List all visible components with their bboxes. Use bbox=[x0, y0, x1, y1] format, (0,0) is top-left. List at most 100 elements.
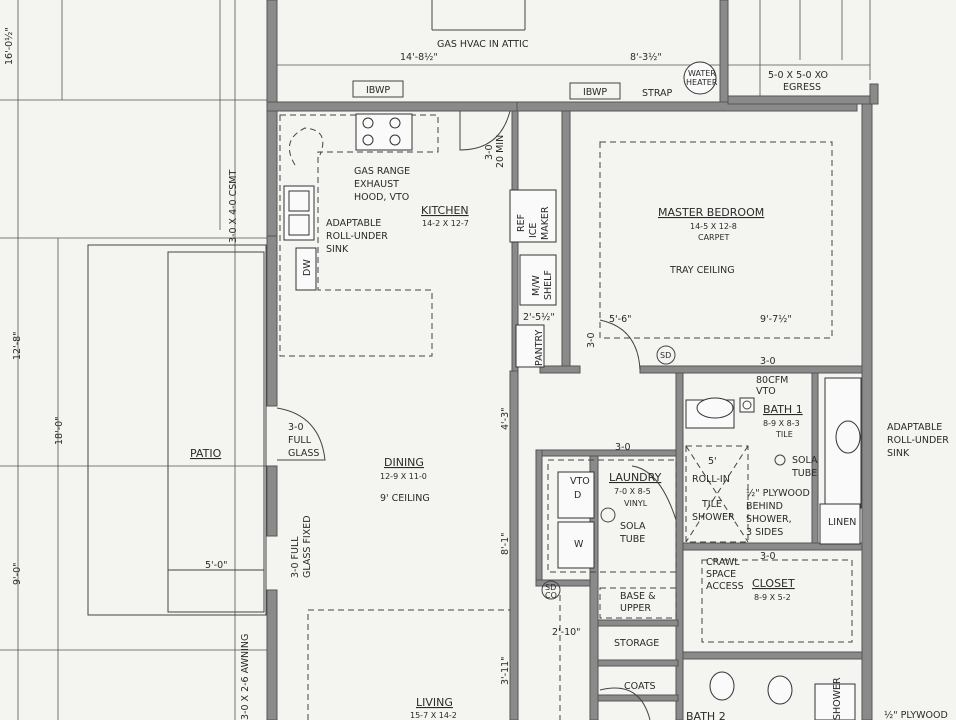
kitchen-counters bbox=[279, 113, 557, 368]
kitchen-title: KITCHEN bbox=[421, 204, 469, 217]
dim-2-5: 2'-5½" bbox=[523, 312, 555, 323]
ibwp-box-right bbox=[569, 82, 621, 100]
gas-range-label-2: EXHAUST bbox=[354, 179, 399, 190]
washer-label: W bbox=[574, 539, 584, 550]
dim-9-0: 9'-0" bbox=[12, 563, 23, 586]
roll-in-shower bbox=[685, 445, 749, 543]
gas-hvac-label: GAS HVAC IN ATTIC bbox=[437, 39, 529, 50]
bath1-title: BATH 1 bbox=[763, 403, 803, 416]
ice-maker-label-2: MAKER bbox=[540, 206, 551, 240]
base-upper-label-2: UPPER bbox=[620, 603, 651, 614]
dw-label: DW bbox=[302, 259, 313, 276]
tray-ceiling-outline bbox=[599, 141, 833, 339]
master-bedroom-title: MASTER BEDROOM bbox=[658, 206, 764, 219]
adaptable-sink-label-2: ROLL-UNDER bbox=[326, 231, 388, 242]
laundry-dims: 7-0 X 8-5 bbox=[614, 487, 651, 496]
dining-dims: 12-9 X 11-0 bbox=[380, 472, 427, 481]
dim-12-8: 12'-8" bbox=[12, 331, 23, 360]
plywood-label-4: 3 SIDES bbox=[746, 527, 783, 538]
laundry-door-label: 3-0 bbox=[615, 442, 631, 453]
cfm-label-2: VTO bbox=[756, 386, 776, 397]
mw-shelf-label-2: SHELF bbox=[543, 270, 554, 300]
dryer bbox=[557, 471, 595, 519]
patio-label: PATIO bbox=[190, 447, 222, 460]
ceiling-9-label: 9' CEILING bbox=[380, 493, 430, 504]
dining-title: DINING bbox=[384, 456, 424, 469]
laundry-title: LAUNDRY bbox=[609, 471, 662, 484]
adaptable-right-label-2: ROLL-UNDER bbox=[887, 435, 949, 446]
adaptable-sink-label-1: ADAPTABLE bbox=[326, 218, 381, 229]
base-upper-label-1: BASE & bbox=[620, 591, 656, 602]
roll-in-label-1: 5' bbox=[708, 456, 717, 467]
linen-label: LINEN bbox=[828, 517, 856, 528]
washer bbox=[557, 521, 595, 569]
sola-tube-bath-label-2: TUBE bbox=[791, 468, 817, 479]
bath1-fixtures bbox=[685, 377, 862, 545]
door-swings bbox=[276, 110, 677, 720]
ref-label: REF bbox=[516, 214, 527, 232]
master-bedroom-dims: 14-5 X 12-8 bbox=[690, 222, 737, 231]
top-dimension-lines bbox=[274, 0, 871, 100]
ice-maker-refrigerator bbox=[509, 189, 557, 243]
roll-in-label-3: TILE bbox=[701, 499, 722, 510]
dim-5-0: 5'-0" bbox=[205, 560, 228, 571]
adaptable-sink-label-3: SINK bbox=[326, 244, 349, 255]
glass-fixed-label-2: GLASS FIXED bbox=[302, 515, 313, 578]
patio-door-label-1: 3-0 bbox=[288, 422, 304, 433]
closet-outline bbox=[701, 559, 853, 643]
gas-range-label-3: HOOD, VTO bbox=[354, 192, 409, 203]
sd-label: SD bbox=[660, 351, 671, 360]
smoke-detector-icon bbox=[656, 345, 676, 365]
bath1-dims: 8-9 X 8-3 bbox=[763, 419, 800, 428]
roll-in-label-4: SHOWER bbox=[692, 512, 735, 523]
mw-shelf-label-1: M/W bbox=[531, 275, 542, 296]
closet-title: CLOSET bbox=[752, 577, 795, 590]
dryer-label: D bbox=[574, 490, 581, 501]
tray-ceiling-label: TRAY CEILING bbox=[669, 265, 735, 276]
linen-closet bbox=[819, 503, 861, 545]
ice-maker-label-1: ICE bbox=[528, 223, 539, 238]
living-ceiling-outline bbox=[307, 609, 510, 720]
sola-tube-laundry-label-1: SOLA bbox=[620, 521, 646, 532]
water-heater-label-2: HEATER bbox=[686, 78, 718, 87]
ibwp-left-label: IBWP bbox=[366, 85, 390, 96]
plywood-bottom-label: ½" PLYWOOD bbox=[884, 710, 948, 720]
laundry-fixtures bbox=[547, 459, 677, 573]
bath2-title: BATH 2 bbox=[686, 710, 726, 720]
door-20min-label-2: 20 MIN bbox=[495, 135, 506, 168]
water-heater-label-1: WATER bbox=[688, 69, 716, 78]
dim-3-11: 3'-11" bbox=[500, 656, 511, 685]
base-upper-cabinet bbox=[599, 587, 677, 619]
ibwp-box-left bbox=[352, 80, 404, 98]
sola-tube-bath-label-1: SOLA bbox=[792, 455, 818, 466]
vinyl-label: VINYL bbox=[624, 499, 648, 508]
dishwasher bbox=[295, 247, 317, 291]
crawl-label-3: ACCESS bbox=[706, 581, 744, 592]
roll-in-label-2: ROLL-IN bbox=[692, 474, 730, 485]
walls bbox=[266, 0, 879, 720]
closet-dims: 8-9 X 5-2 bbox=[754, 593, 791, 602]
pantry-door-label: 3-0 bbox=[586, 332, 597, 348]
mw-shelf bbox=[519, 254, 557, 306]
dim-2-10: 2'-10" bbox=[552, 627, 581, 638]
coats-label: COATS bbox=[624, 681, 656, 692]
dim-9-7: 9'-7½" bbox=[760, 314, 792, 325]
bath-door-label: 3-0 bbox=[760, 356, 776, 367]
sd-co-label-2: CO bbox=[545, 591, 557, 600]
dim-8-1: 8'-1" bbox=[500, 533, 511, 556]
living-title: LIVING bbox=[416, 696, 453, 709]
patio-door-label-2: FULL bbox=[288, 435, 312, 446]
pantry-label: PANTRY bbox=[534, 329, 545, 366]
water-heater bbox=[683, 61, 717, 95]
adaptable-right-label-1: ADAPTABLE bbox=[887, 422, 942, 433]
vto-label: VTO bbox=[570, 476, 590, 487]
casement-window-label: 3-0 X 4-0 CSMT bbox=[228, 170, 239, 243]
dim-4-3: 4'-3" bbox=[500, 408, 511, 431]
carpet-label: CARPET bbox=[698, 233, 729, 242]
plywood-label-1: ½" PLYWOOD bbox=[746, 488, 810, 499]
dim-16-0: 16'-0½" bbox=[4, 27, 15, 65]
smoke-co-detector-icon bbox=[541, 580, 561, 600]
storage-label: STORAGE bbox=[614, 638, 659, 649]
patio-outline bbox=[87, 244, 267, 616]
